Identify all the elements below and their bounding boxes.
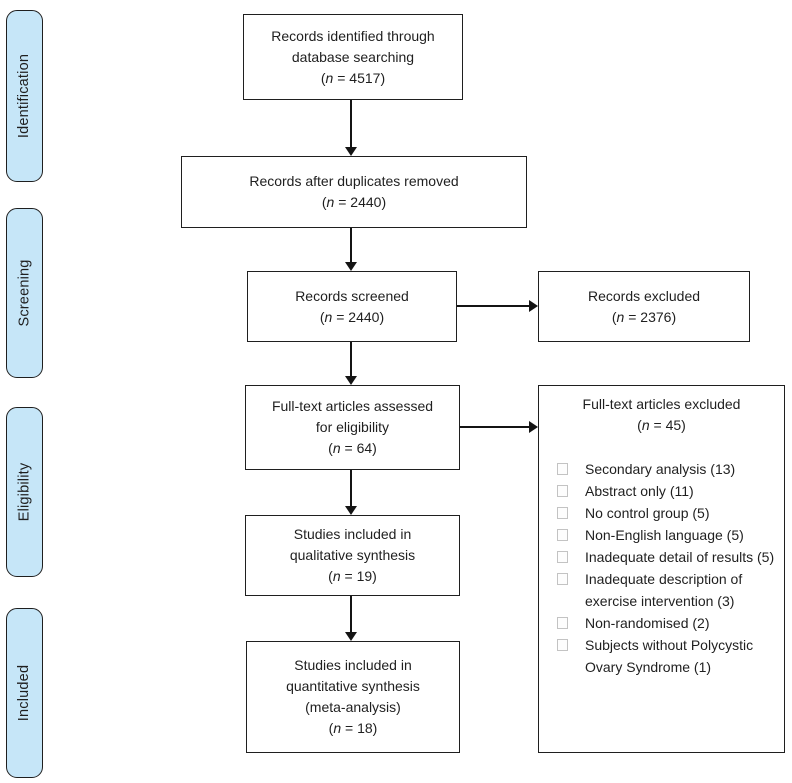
box-count: (n = 45)	[637, 417, 686, 433]
stage-label: Identification	[16, 53, 33, 139]
box-text-line: Studies included in	[294, 657, 412, 673]
arrowhead-down-icon	[345, 506, 357, 515]
box-text-line: Records excluded	[587, 287, 701, 304]
exclusion-reason: Secondary analysis (13)	[539, 458, 776, 480]
box-count: (n = 2440)	[319, 308, 385, 325]
bullet-square-icon	[557, 551, 568, 563]
box-fulltext-assessed: Full-text articles assessed for eligibil…	[245, 385, 460, 470]
exclusion-reason: Non-randomised (2)	[539, 612, 776, 634]
box-text-line: Full-text articles excluded	[582, 396, 741, 412]
stage-label: Eligibility	[16, 462, 33, 522]
box-text-line: Full-text articles assessed	[271, 398, 434, 414]
box-text-line: database searching	[291, 48, 415, 65]
stage-tab-identification: Identification	[6, 10, 43, 182]
exclusion-reason: No control group (5)	[539, 502, 776, 524]
exclusion-title: Full-text articles excluded (n = 45)	[539, 394, 784, 436]
box-records-excluded: Records excluded (n = 2376)	[538, 271, 750, 342]
arrowhead-down-icon	[345, 262, 357, 271]
stage-tab-eligibility: Eligibility	[6, 407, 43, 577]
box-text-line: qualitative synthesis	[289, 547, 416, 563]
box-count: (n = 4517)	[320, 69, 386, 86]
box-quantitative-synthesis: Studies included in quantitative synthes…	[246, 641, 460, 753]
box-text-line: Records screened	[295, 287, 409, 304]
bullet-square-icon	[557, 507, 568, 519]
box-count: (n = 2376)	[611, 308, 677, 325]
exclusion-reason: Subjects without Polycystic Ovary Syndro…	[539, 634, 776, 678]
stage-label: Screening	[16, 259, 33, 327]
box-records-screened: Records screened (n = 2440)	[247, 271, 457, 342]
exclusion-reason: Non-English language (5)	[539, 524, 776, 546]
arrow-line-screened-to-fulltext	[350, 342, 352, 377]
arrowhead-right-icon	[529, 300, 538, 312]
box-count: (n = 2440)	[321, 194, 387, 210]
box-text-line: Records identified through	[271, 27, 435, 44]
stage-label: Included	[16, 664, 33, 722]
box-text-line: Studies included in	[293, 526, 412, 542]
bullet-square-icon	[557, 529, 568, 541]
box-count: (n = 64)	[328, 440, 377, 456]
box-count: (n = 19)	[328, 568, 377, 584]
arrow-line-qualitative-to-quantitative	[350, 596, 352, 633]
arrowhead-down-icon	[345, 376, 357, 385]
arrowhead-down-icon	[345, 632, 357, 641]
bullet-square-icon	[557, 617, 568, 629]
arrow-line-screened-to-excluded	[457, 305, 530, 307]
arrowhead-right-icon	[529, 421, 538, 433]
box-count: (n = 18)	[328, 720, 378, 736]
stage-tab-screening: Screening	[6, 208, 43, 378]
bullet-square-icon	[557, 485, 568, 497]
box-text-line: quantitative synthesis	[286, 678, 420, 694]
box-text-line: for eligibility	[315, 419, 390, 435]
bullet-square-icon	[557, 463, 568, 475]
stage-tab-included: Included	[6, 608, 43, 778]
arrow-line-identified-to-duplicates	[350, 100, 352, 148]
box-qualitative-synthesis: Studies included in qualitative synthesi…	[245, 515, 460, 596]
arrowhead-down-icon	[345, 147, 357, 156]
exclusion-reason: Inadequate description of exercise inter…	[539, 568, 776, 612]
exclusion-reason: Inadequate detail of results (5)	[539, 546, 776, 568]
arrow-line-duplicates-to-screened	[350, 228, 352, 263]
exclusion-reason: Abstract only (11)	[539, 480, 776, 502]
arrow-line-fulltext-to-fulltext-excluded	[460, 426, 530, 428]
exclusion-reason-list: Secondary analysis (13) Abstract only (1…	[539, 458, 784, 678]
box-duplicates-removed: Records after duplicates removed (n = 24…	[181, 156, 527, 228]
box-fulltext-excluded: Full-text articles excluded (n = 45) Sec…	[538, 385, 785, 753]
box-text-line: (meta-analysis)	[305, 699, 401, 715]
bullet-square-icon	[557, 573, 568, 585]
bullet-square-icon	[557, 639, 568, 651]
arrow-line-fulltext-to-qualitative	[350, 470, 352, 507]
box-records-identified: Records identified through database sear…	[243, 14, 463, 100]
box-text-line: Records after duplicates removed	[249, 173, 459, 189]
